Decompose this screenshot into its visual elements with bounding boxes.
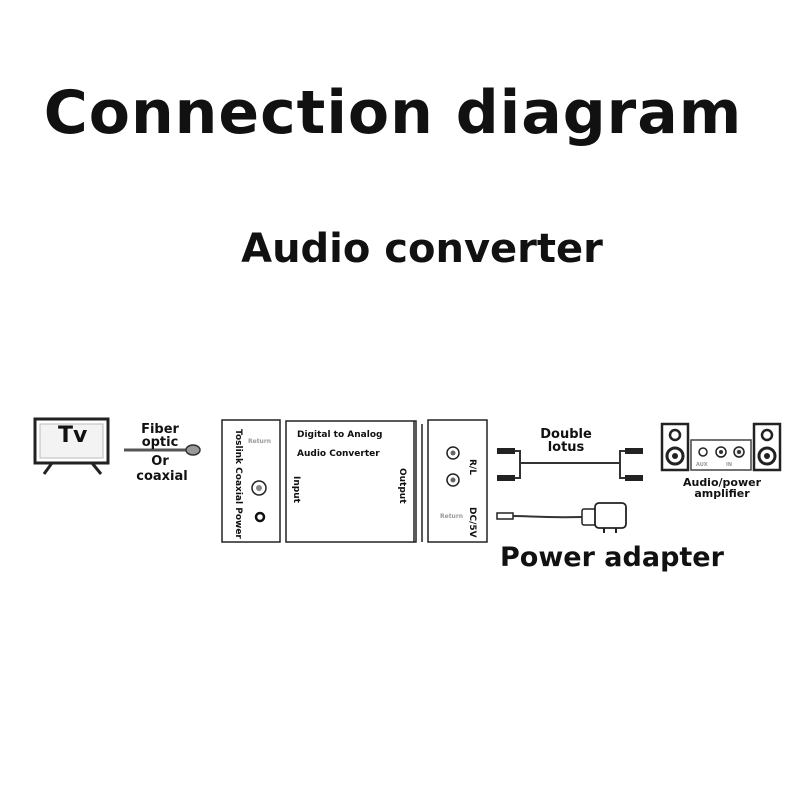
converter-input-label: Input xyxy=(291,476,301,503)
amp-jack-aux: AUX xyxy=(696,462,708,468)
diagram-subtitle: Audio converter xyxy=(241,226,603,272)
power-adapter-label: Power adapter xyxy=(500,542,724,573)
amplifier-label-line2: amplifier xyxy=(694,487,750,500)
amp-jack-in: IN xyxy=(726,462,733,468)
converter-left-return: Return xyxy=(248,438,272,445)
cable-label-or: Or xyxy=(151,454,169,469)
tv-icon xyxy=(33,417,110,475)
converter-rl-label: R/L xyxy=(467,459,477,475)
converter-dc-label: DC/5V xyxy=(467,507,477,538)
cable-label-coaxial: coaxial xyxy=(136,469,188,484)
converter-right-panel xyxy=(427,419,488,543)
converter-left-panel xyxy=(221,419,281,543)
lotus-label-lotus: lotus xyxy=(547,440,585,455)
converter-port-labels: Toslink Coaxial Power xyxy=(233,429,243,539)
converter-title-line1: Digital to Analog xyxy=(297,430,383,440)
converter-title-line2: Audio Converter xyxy=(297,449,380,459)
double-lotus-cable xyxy=(497,448,643,481)
converter-right-return: Return xyxy=(440,513,464,520)
amplifier-label-line1: Audio/power xyxy=(682,476,762,489)
cable-label-fiber: Fiber xyxy=(141,422,179,437)
tv-label: Tv xyxy=(58,423,88,448)
fiber-optic-cable xyxy=(124,444,201,456)
amplifier-icon xyxy=(660,422,782,472)
diagram-title: Connection diagram xyxy=(43,78,743,148)
power-adapter-icon xyxy=(581,502,627,533)
cable-label-optic: optic xyxy=(141,435,179,450)
converter-body xyxy=(285,420,423,543)
lotus-label-double: Double xyxy=(540,427,592,442)
power-cable xyxy=(496,512,583,520)
converter-output-label: Output xyxy=(397,468,407,504)
